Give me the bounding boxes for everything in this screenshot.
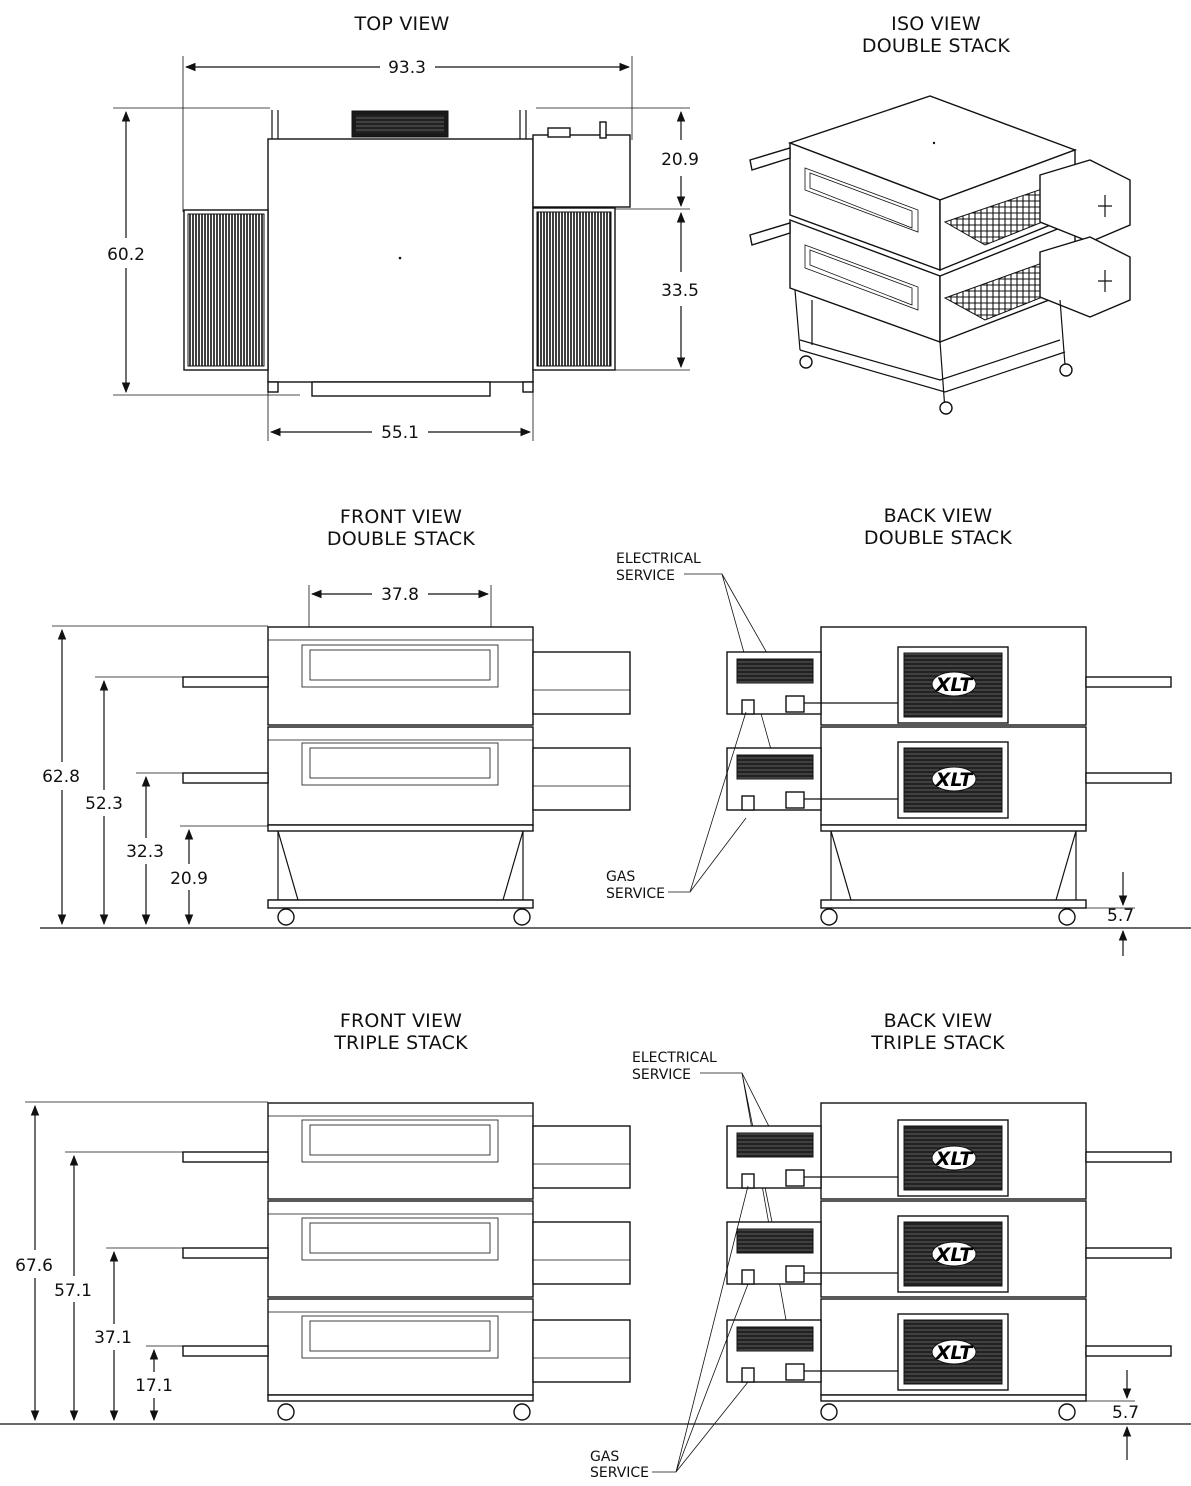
iso-view-title-2: DOUBLE STACK bbox=[862, 35, 1010, 57]
dim-body-width: 55.1 bbox=[381, 423, 419, 443]
electrical-service-label-1: ELECTRICAL bbox=[616, 551, 701, 567]
gas-service-label-1: GAS bbox=[606, 869, 635, 885]
dim-overall-width: 93.3 bbox=[388, 58, 426, 78]
dim-middle-conveyor: 37.1 bbox=[94, 1328, 132, 1348]
dim-total-height-double: 62.8 bbox=[42, 767, 80, 787]
front-view-triple: FRONT VIEW TRIPLE STACK 67.6 bbox=[0, 1010, 1191, 1425]
gas-service-label-2: SERVICE bbox=[606, 886, 665, 902]
dim-rear-section: 20.9 bbox=[661, 150, 699, 170]
dim-stand-height: 20.9 bbox=[170, 869, 208, 889]
gas-service-triple-label-1: GAS bbox=[590, 1449, 619, 1465]
gas-service-triple-label-2: SERVICE bbox=[590, 1465, 649, 1481]
back-triple-title-1: BACK VIEW bbox=[884, 1010, 993, 1032]
back-double-title-2: DOUBLE STACK bbox=[864, 527, 1012, 549]
back-view-double: BACK VIEW DOUBLE STACK ELECTRICAL SERVIC… bbox=[606, 505, 1172, 956]
back-triple-title-2: TRIPLE STACK bbox=[870, 1032, 1005, 1054]
top-view-title: TOP VIEW bbox=[353, 13, 449, 35]
front-view-double: FRONT VIEW DOUBLE STACK 37.8 bbox=[40, 506, 1191, 929]
dim-caster-clearance-triple: 5.7 bbox=[1112, 1403, 1139, 1423]
dim-front-section: 33.5 bbox=[661, 281, 699, 301]
dim-window-width: 37.8 bbox=[381, 585, 419, 605]
back-view-triple: BACK VIEW TRIPLE STACK ELECTRICAL SERVIC… bbox=[590, 1010, 1172, 1481]
front-triple-title-1: FRONT VIEW bbox=[340, 1010, 462, 1032]
dim-total-height-triple: 67.6 bbox=[15, 1256, 53, 1276]
dim-top-conveyor: 57.1 bbox=[54, 1281, 92, 1301]
dim-caster-clearance-double: 5.7 bbox=[1107, 906, 1134, 926]
electrical-service-label-2: SERVICE bbox=[616, 568, 675, 584]
dim-upper-conveyor: 52.3 bbox=[85, 794, 123, 814]
xlt-logo-middle-triple: XLT bbox=[935, 1244, 975, 1266]
xlt-logo-bottom-triple: XLT bbox=[935, 1342, 975, 1364]
dim-lower-conveyor: 32.3 bbox=[126, 842, 164, 862]
xlt-logo-lower-double: XLT bbox=[935, 769, 975, 791]
electrical-service-triple-label-1: ELECTRICAL bbox=[632, 1050, 717, 1066]
front-double-title-2: DOUBLE STACK bbox=[327, 528, 475, 550]
top-view: TOP VIEW 93.3 60.2 bbox=[107, 13, 699, 443]
iso-view-title-1: ISO VIEW bbox=[891, 13, 981, 35]
dim-overall-depth: 60.2 bbox=[107, 245, 145, 265]
xlt-logo-top-triple: XLT bbox=[935, 1148, 975, 1170]
front-triple-title-2: TRIPLE STACK bbox=[333, 1032, 468, 1054]
front-double-title-1: FRONT VIEW bbox=[340, 506, 462, 528]
electrical-service-triple-label-2: SERVICE bbox=[632, 1067, 691, 1083]
dim-bottom-conveyor: 17.1 bbox=[135, 1376, 173, 1396]
iso-view: ISO VIEW DOUBLE STACK bbox=[749, 13, 1131, 415]
back-double-title-1: BACK VIEW bbox=[884, 505, 993, 527]
xlt-logo-upper-double: XLT bbox=[935, 674, 975, 696]
